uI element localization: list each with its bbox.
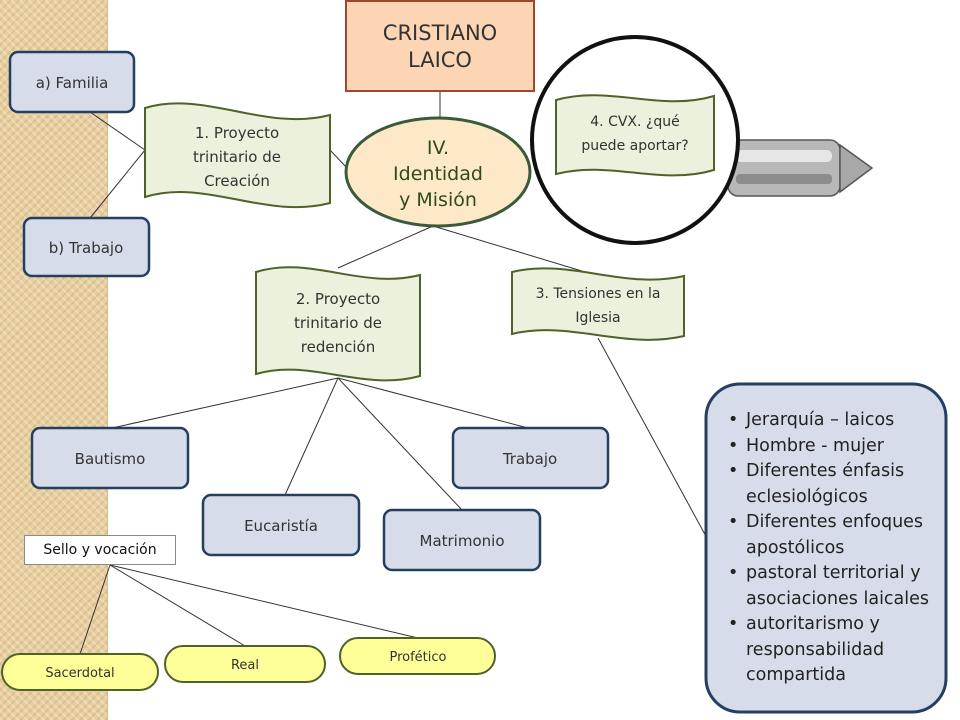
trabajo-box: Trabajo <box>451 426 610 490</box>
tensiones-line-1: 3. Tensiones en la <box>536 286 661 302</box>
proyecto2-banner: 2. Proyecto trinitario de redención <box>255 266 421 382</box>
line-sello-profetico <box>109 564 419 639</box>
tensions-list: Jerarquía – laicos Hombre - mujer Difere… <box>706 384 946 712</box>
line-center-proyecto1 <box>329 149 348 169</box>
real-pill: Real <box>164 645 326 683</box>
matrimonio-box: Matrimonio <box>382 508 542 572</box>
proyecto1-line-1: 1. Proyecto <box>195 124 279 142</box>
proyecto1-line-2: trinitario de <box>193 148 281 166</box>
line-proyecto2-eucaristia <box>284 377 339 496</box>
sacerdotal-pill: Sacerdotal <box>1 653 159 691</box>
profetico-pill: Profético <box>339 637 496 675</box>
line-sello-real <box>109 564 246 647</box>
matrimonio-label: Matrimonio <box>420 532 505 550</box>
connector-lines <box>79 92 709 655</box>
center-line-3: y Misión <box>399 189 477 211</box>
familia-label: a) Familia <box>36 74 109 92</box>
cvx-line-1: 4. CVX. ¿qué <box>590 114 679 130</box>
line-proyecto2-bautismo <box>111 377 339 429</box>
title-line-2: LAICO <box>408 48 472 72</box>
proyecto2-line-3: redención <box>301 338 375 356</box>
tensiones-banner: 3. Tensiones en la Iglesia <box>511 267 685 341</box>
line-familia-proyecto1 <box>89 111 146 151</box>
title-line-1: CRISTIANO <box>383 21 497 45</box>
center-line-2: Identidad <box>393 163 483 185</box>
sacerdotal-label: Sacerdotal <box>45 666 114 681</box>
bautismo-label: Bautismo <box>75 450 146 468</box>
line-tensiones-list <box>597 337 709 541</box>
line-proyecto2-matrimonio <box>337 377 463 511</box>
trabajo-b-box: b) Trabajo <box>22 216 151 278</box>
proyecto2-line-1: 2. Proyecto <box>296 290 380 308</box>
cvx-banner: 4. CVX. ¿qué puede aportar? <box>555 94 715 177</box>
sello-vocacion-label: Sello y vocación <box>24 535 176 565</box>
line-center-tensiones <box>432 225 596 276</box>
line-sello-sacerdotal <box>79 564 111 655</box>
proyecto1-banner: 1. Proyecto trinitario de Creación <box>144 102 331 209</box>
line-proyecto2-trabajo <box>337 377 529 429</box>
line-trabajo-proyecto1 <box>89 149 146 219</box>
proyecto2-line-2: trinitario de <box>294 314 382 332</box>
title-box: CRISTIANO LAICO <box>345 0 535 92</box>
profetico-label: Profético <box>389 650 446 665</box>
center-node: IV. Identidad y Misión <box>344 116 532 228</box>
decorative-side-strip <box>0 0 108 720</box>
trabajo-b-label: b) Trabajo <box>49 239 124 257</box>
familia-box: a) Familia <box>8 50 136 114</box>
proyecto1-line-3: Creación <box>204 172 270 190</box>
real-label: Real <box>231 658 259 673</box>
tension-item: Jerarquía – laicos <box>728 408 932 434</box>
eucaristia-box: Eucaristía <box>201 493 361 557</box>
bautismo-box: Bautismo <box>30 426 190 490</box>
tension-item: Hombre - mujer <box>728 434 932 460</box>
line-center-proyecto2 <box>337 225 434 269</box>
trabajo-label: Trabajo <box>502 450 557 468</box>
cvx-line-2: puede aportar? <box>581 138 688 154</box>
center-line-1: IV. <box>427 137 449 159</box>
eucaristia-label: Eucaristía <box>244 517 318 535</box>
tensiones-line-2: Iglesia <box>575 310 620 326</box>
